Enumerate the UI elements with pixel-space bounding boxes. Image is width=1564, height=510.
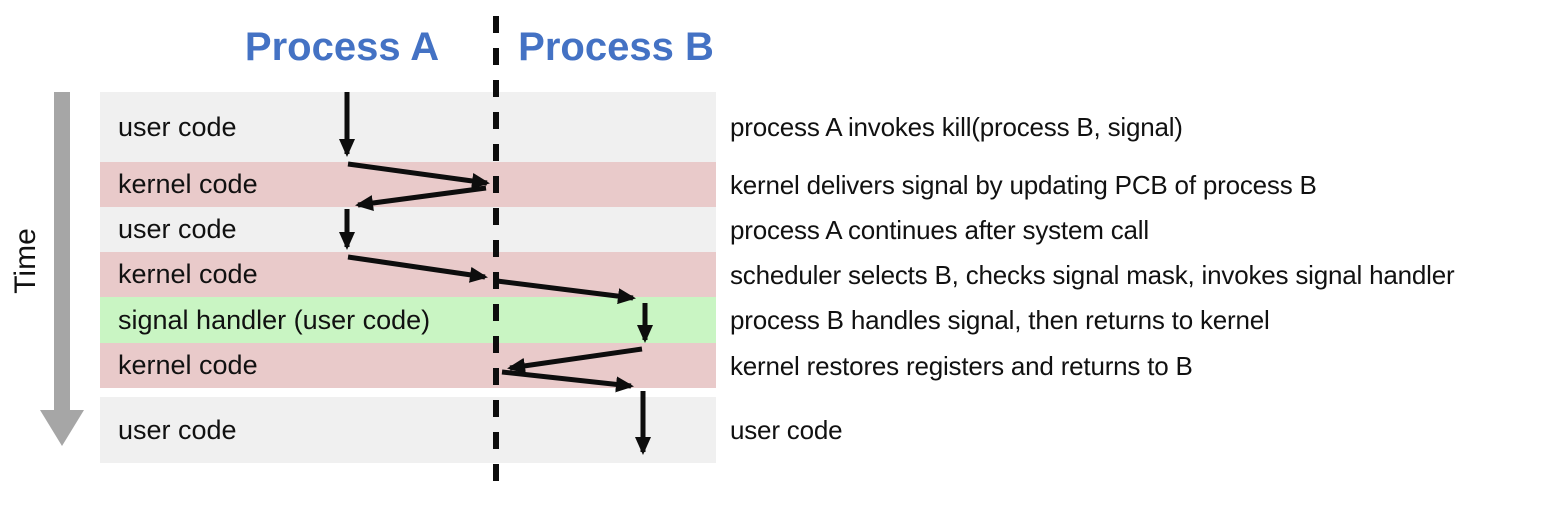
step-annotation-5: kernel restores registers and returns to… [730,350,1193,381]
band-kernel-5: kernel code [100,343,716,388]
band-label: kernel code [118,169,258,199]
time-axis-label: Time [9,228,42,294]
band-user-2: user code [100,207,716,252]
band-label: kernel code [118,259,258,289]
time-arrow-stem-icon [54,92,70,410]
step-annotation-0: process A invokes kill(process B, signal… [730,112,1183,142]
time-arrowhead-icon [40,410,84,446]
band-signal-4: signal handler (user code) [100,297,716,343]
step-annotation-6: user code [730,415,843,445]
band-label: user code [118,111,237,142]
band-user-6: user code [100,397,716,463]
band-label: user code [118,214,237,244]
process-b-title: Process B [518,25,714,69]
band-label: user code [118,414,237,445]
band-label: signal handler (user code) [118,304,431,335]
step-annotation-2: process A continues after system call [730,214,1149,245]
process-a-title: Process A [244,25,440,69]
band-kernel-1: kernel code [100,162,716,207]
band-user-0: user code [100,92,716,162]
step-annotation-4: process B handles signal, then returns t… [730,305,1270,335]
band-label: kernel code [118,350,258,380]
step-annotation-1: kernel delivers signal by updating PCB o… [730,169,1317,200]
band-kernel-3: kernel code [100,252,716,297]
step-annotation-3: scheduler selects B, checks signal mask,… [730,259,1455,290]
